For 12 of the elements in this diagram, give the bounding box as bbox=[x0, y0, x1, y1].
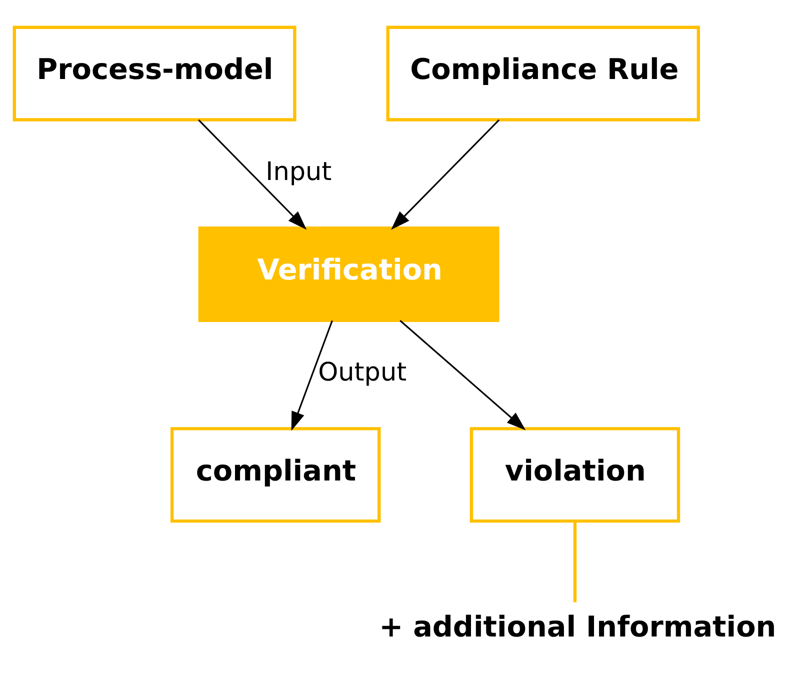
node-box: compliant bbox=[170, 427, 381, 523]
arrow bbox=[391, 119, 500, 230]
node-box: Process-model bbox=[12, 26, 296, 122]
node-label: + additional Information bbox=[379, 609, 776, 644]
arrow bbox=[291, 320, 333, 431]
edge-label: Input bbox=[266, 156, 332, 187]
node-box: violation bbox=[470, 427, 680, 523]
arrow bbox=[400, 320, 526, 430]
arrow bbox=[198, 119, 307, 230]
edge-label: Output bbox=[318, 358, 407, 388]
node-box: Verification bbox=[198, 226, 500, 322]
node-box: Compliance Rule bbox=[386, 26, 700, 122]
